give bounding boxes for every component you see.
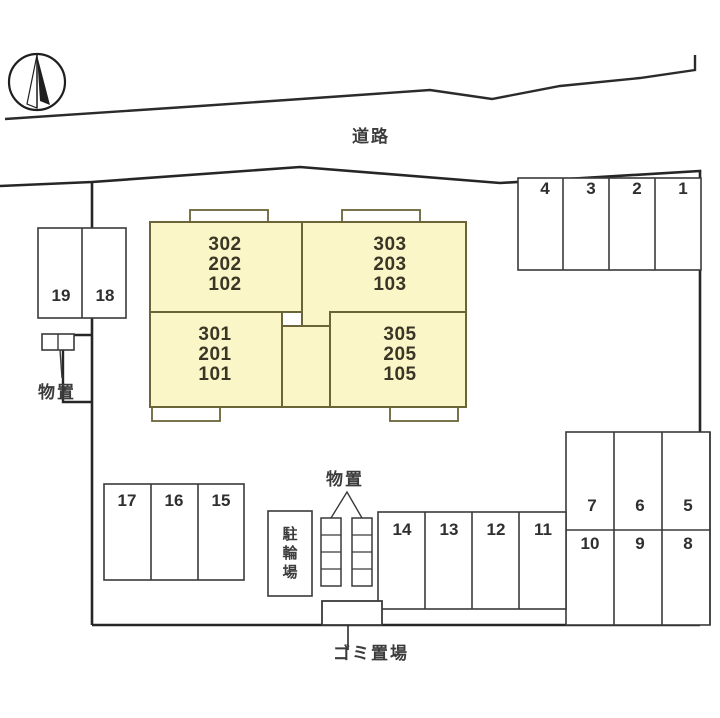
unit-line: 201 <box>198 343 232 365</box>
unit-line: 303 <box>373 234 407 255</box>
unit-line: 203 <box>373 253 407 275</box>
storage-label-center: 物置 <box>326 470 364 489</box>
parking-stall-18[interactable]: 18 <box>95 286 115 305</box>
parking-stall-4[interactable]: 4 <box>540 179 550 198</box>
parking-stall-8[interactable]: 8 <box>683 534 693 553</box>
unit-line: 305 <box>383 324 417 345</box>
parking-stall-5[interactable]: 5 <box>683 496 693 515</box>
parking-stall-12[interactable]: 12 <box>486 520 506 539</box>
parking-block-right-grid <box>565 431 711 626</box>
garbage-area-label: ゴミ置場 <box>333 644 409 663</box>
unit-label-301-201-101: 301 201 101 <box>175 325 255 385</box>
main-building <box>149 209 467 422</box>
bicycle-parking-box <box>267 510 313 597</box>
storage-box-left <box>41 333 75 379</box>
boundary-step-left <box>61 333 92 404</box>
unit-label-302-202-102: 302 202 102 <box>185 235 265 295</box>
unit-line: 205 <box>383 343 417 365</box>
bicycle-parking-char: 輪 <box>282 544 298 562</box>
parking-block-14-13-12-11 <box>377 511 567 610</box>
storage-lockers-center <box>320 490 373 587</box>
parking-stall-19[interactable]: 19 <box>51 286 71 305</box>
unit-line: 103 <box>373 273 407 295</box>
parking-stall-9[interactable]: 9 <box>635 534 645 553</box>
unit-line: 101 <box>198 363 232 385</box>
unit-line: 105 <box>383 363 417 385</box>
bicycle-parking-char: 場 <box>282 563 298 581</box>
bicycle-parking-char: 駐 <box>282 526 298 543</box>
bicycle-parking-label: 駐 輪 場 <box>281 526 299 582</box>
parking-stall-10[interactable]: 10 <box>580 534 600 553</box>
parking-stall-16[interactable]: 16 <box>164 491 184 510</box>
unit-line: 301 <box>198 324 232 345</box>
unit-label-303-203-103: 303 203 103 <box>350 235 430 295</box>
parking-stall-17[interactable]: 17 <box>117 491 137 510</box>
garbage-area-box <box>321 600 383 650</box>
parking-block-4-3-2-1 <box>517 177 702 271</box>
unit-line: 302 <box>208 234 242 255</box>
north-arrow-icon <box>7 52 67 112</box>
unit-label-305-205-105: 305 205 105 <box>360 325 440 385</box>
unit-line: 102 <box>208 273 242 295</box>
parking-stall-15[interactable]: 15 <box>211 491 231 510</box>
storage-label-left: 物置 <box>38 383 76 402</box>
parking-block-19-18 <box>37 227 127 319</box>
parking-stall-7[interactable]: 7 <box>587 496 597 515</box>
unit-line: 202 <box>208 253 242 275</box>
parking-stall-14[interactable]: 14 <box>392 520 412 539</box>
road-line <box>4 55 697 121</box>
parking-stall-13[interactable]: 13 <box>439 520 459 539</box>
road-label: 道路 <box>352 127 390 146</box>
parking-stall-6[interactable]: 6 <box>635 496 645 515</box>
parking-stall-2[interactable]: 2 <box>632 179 642 198</box>
parking-stall-1[interactable]: 1 <box>678 179 688 198</box>
parking-block-17-16-15 <box>103 483 245 581</box>
parking-stall-11[interactable]: 11 <box>534 520 552 539</box>
parking-stall-3[interactable]: 3 <box>586 179 596 198</box>
